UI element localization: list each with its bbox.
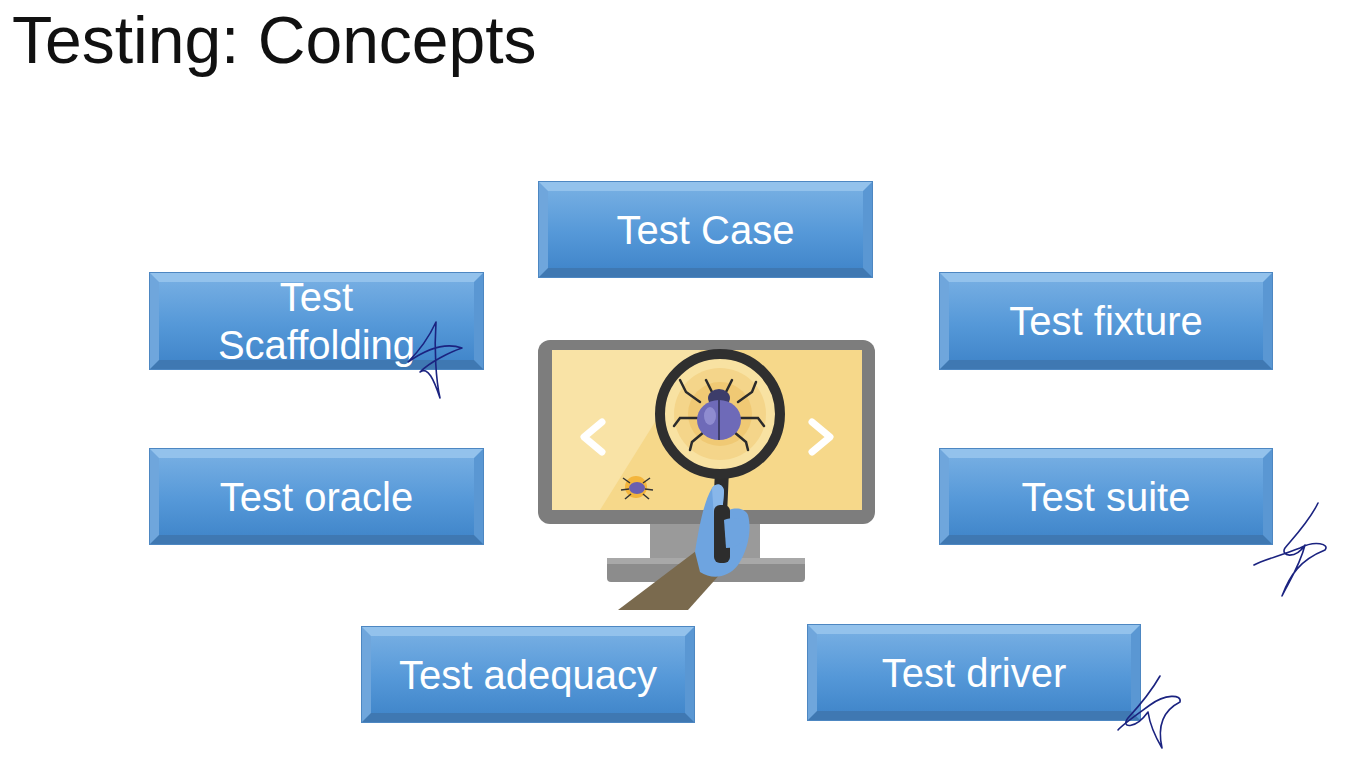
text-holder: Test driver: [882, 649, 1067, 697]
monitor-frame: [538, 340, 875, 524]
concept-box: Test adequacy: [362, 627, 694, 722]
concept-box: Test Case: [539, 182, 872, 277]
box-label: Test driver: [882, 649, 1067, 697]
box-label: Test fixture: [1009, 297, 1202, 345]
concept-box: Test driver: [808, 625, 1140, 720]
box-label: Test Scaffolding: [202, 273, 432, 369]
concept-box: Test suite: [940, 449, 1272, 544]
text-holder: Test Scaffolding: [202, 273, 432, 369]
monitor-screen: [552, 350, 862, 510]
right-chevron: [812, 422, 830, 452]
box-label: Test suite: [1022, 473, 1191, 521]
text-holder: Test fixture: [1009, 297, 1202, 345]
box-label: Test adequacy: [399, 651, 657, 699]
text-holder: Test adequacy: [399, 651, 657, 699]
concept-box: Test Scaffolding: [150, 273, 483, 369]
text-holder: Test Case: [617, 206, 795, 254]
large-bug: [674, 380, 764, 450]
slide-title: Testing: Concepts: [12, 4, 537, 77]
text-holder: Test suite: [1022, 473, 1191, 521]
left-chevron: [584, 422, 602, 452]
small-bug: [621, 476, 653, 499]
box-label: Test oracle: [220, 473, 413, 521]
hand: [618, 485, 750, 610]
concept-box: Test fixture: [940, 273, 1272, 369]
box-label: Test Case: [617, 206, 795, 254]
concept-box: Test oracle: [150, 449, 483, 544]
text-holder: Test oracle: [220, 473, 413, 521]
